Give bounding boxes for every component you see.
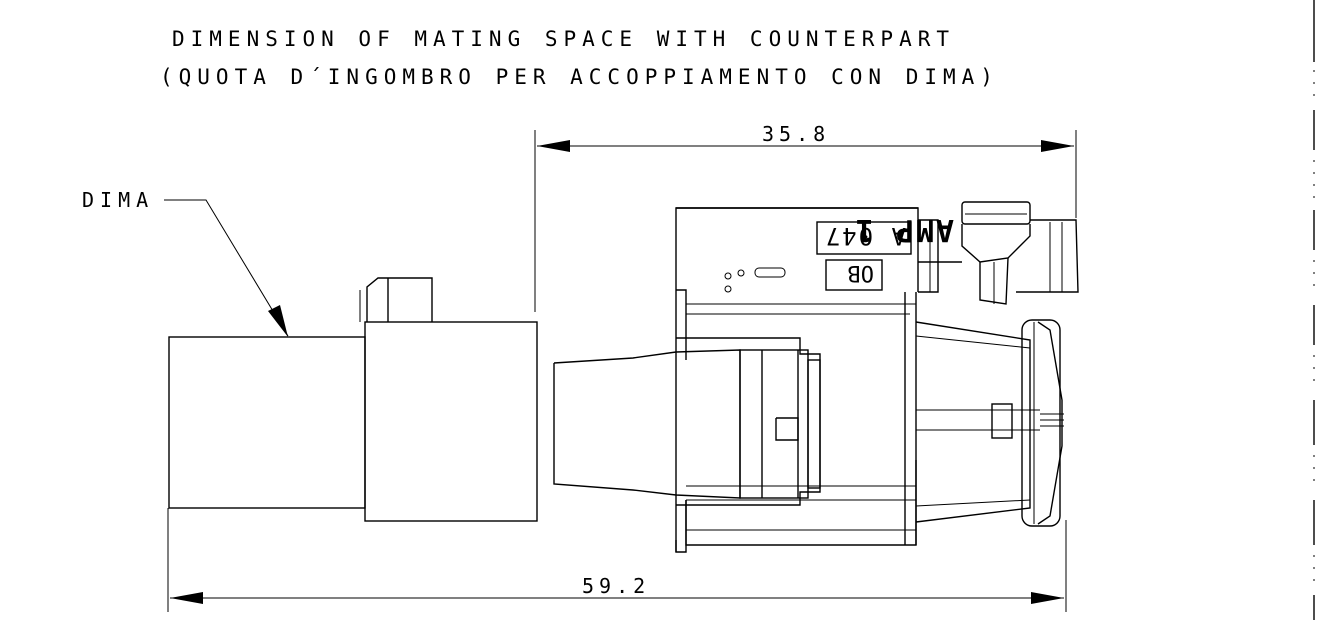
brand-marking: AMP 1: [854, 212, 954, 247]
variant-marking: OB: [848, 260, 875, 285]
counterpart-label: DIMA: [82, 188, 154, 212]
arrowhead-left: [170, 592, 203, 604]
counterpart-callout: DIMA: [82, 188, 289, 337]
arrowhead-right: [1031, 592, 1064, 604]
rear-section: [915, 321, 1064, 523]
title-line-1: DIMENSION OF MATING SPACE WITH COUNTERPA…: [172, 27, 955, 51]
counterpart-body: [168, 277, 538, 522]
dimension-overall-value: 59.2: [582, 574, 650, 598]
title-line-2: (QUOTA D´INGOMBRO PER ACCOPPIAMENTO CON …: [160, 65, 999, 89]
arrowhead-right: [1041, 140, 1074, 152]
dimension-mating-value: 35.8: [762, 122, 830, 146]
dimension-overall-length: 59.2: [167, 508, 1067, 612]
arrowhead-left: [537, 140, 570, 152]
locking-lever: [918, 201, 1079, 305]
terminal-insert: [553, 349, 821, 499]
code-marking: A 047: [824, 222, 906, 250]
seal-cap: [1021, 319, 1063, 527]
connector-markings: AMP 1 A 047 OB: [724, 212, 954, 293]
dimension-mating-length: 35.8: [534, 122, 1077, 312]
connector-housing: [675, 207, 919, 553]
leader-arrowhead: [268, 305, 288, 337]
